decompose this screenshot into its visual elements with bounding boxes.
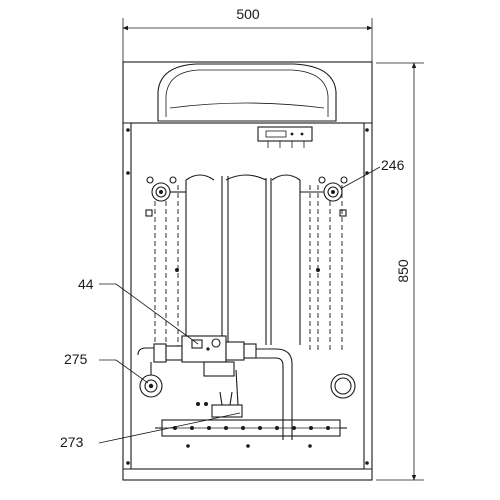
callout-44: 44 [78, 276, 199, 345]
callout-246-label: 246 [381, 157, 405, 173]
callout-275-label: 275 [64, 351, 88, 367]
right-drain-cap [330, 373, 356, 399]
right-top-valve [300, 176, 348, 217]
top-cover [157, 63, 337, 122]
height-dimension-label: 850 [395, 259, 411, 283]
callout-273-label: 273 [60, 434, 84, 450]
control-plate [257, 126, 313, 148]
gas-valve-assembly [137, 335, 293, 440]
left-top-valve [145, 176, 186, 217]
width-dimension: 500 [122, 6, 373, 62]
right-pipe [309, 185, 343, 350]
callout-44-label: 44 [78, 276, 94, 292]
callout-275: 275 [64, 351, 149, 384]
callout-273: 273 [60, 412, 241, 450]
burner-nozzles [173, 426, 330, 430]
callout-246: 246 [341, 157, 405, 189]
cabinet-outline [122, 61, 373, 481]
burner-rail [155, 369, 347, 448]
heat-exchanger [185, 174, 301, 345]
left-pipe [154, 185, 187, 350]
left-lower-valve [139, 362, 163, 398]
height-dimension: 850 [376, 62, 424, 481]
width-dimension-label: 500 [236, 6, 260, 22]
